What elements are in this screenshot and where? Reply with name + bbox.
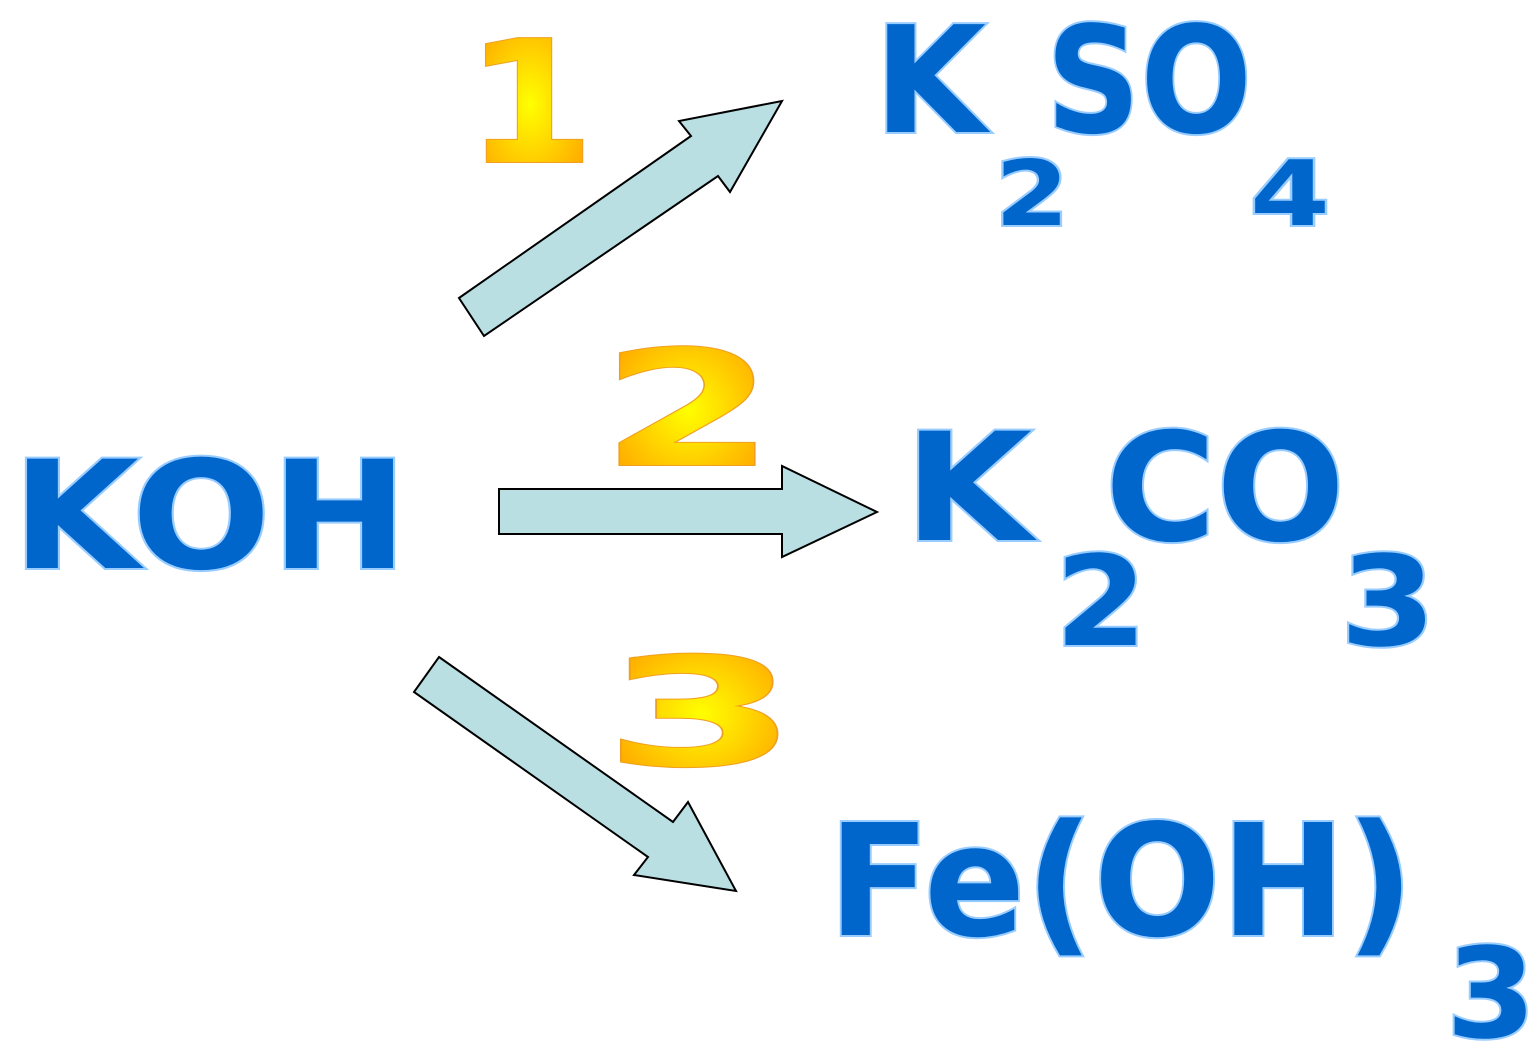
arrow-down-right-icon bbox=[412, 655, 738, 893]
step-number-2: 2 bbox=[600, 316, 776, 503]
formula-symbol: K bbox=[874, 0, 991, 167]
arrow-right-icon bbox=[498, 464, 880, 559]
formula-symbol: K bbox=[904, 402, 1037, 576]
formula-subscript: 3 bbox=[1446, 922, 1536, 1041]
product-formula-3: Fe(OH) 3 bbox=[826, 789, 1538, 1041]
formula-subscript: 3 bbox=[1340, 530, 1436, 675]
reactant-formula: KOH bbox=[12, 430, 408, 604]
formula-subscript: 4 bbox=[1250, 142, 1330, 247]
formula-subscript: 2 bbox=[995, 142, 1069, 247]
formula-symbol: SO bbox=[1046, 0, 1252, 167]
step-number-3: 3 bbox=[603, 627, 799, 801]
formula-symbol: CO bbox=[1105, 402, 1345, 576]
arrow-up-right-icon bbox=[457, 99, 784, 338]
product-formula-2: K 2 CO 3 bbox=[902, 400, 1438, 677]
product-formula-1: K 2 SO 4 bbox=[872, 0, 1332, 249]
formula-subscript: 2 bbox=[1055, 530, 1147, 675]
step-number-1: 1 bbox=[465, 5, 595, 203]
formula-symbol: Fe(OH) bbox=[828, 791, 1414, 972]
